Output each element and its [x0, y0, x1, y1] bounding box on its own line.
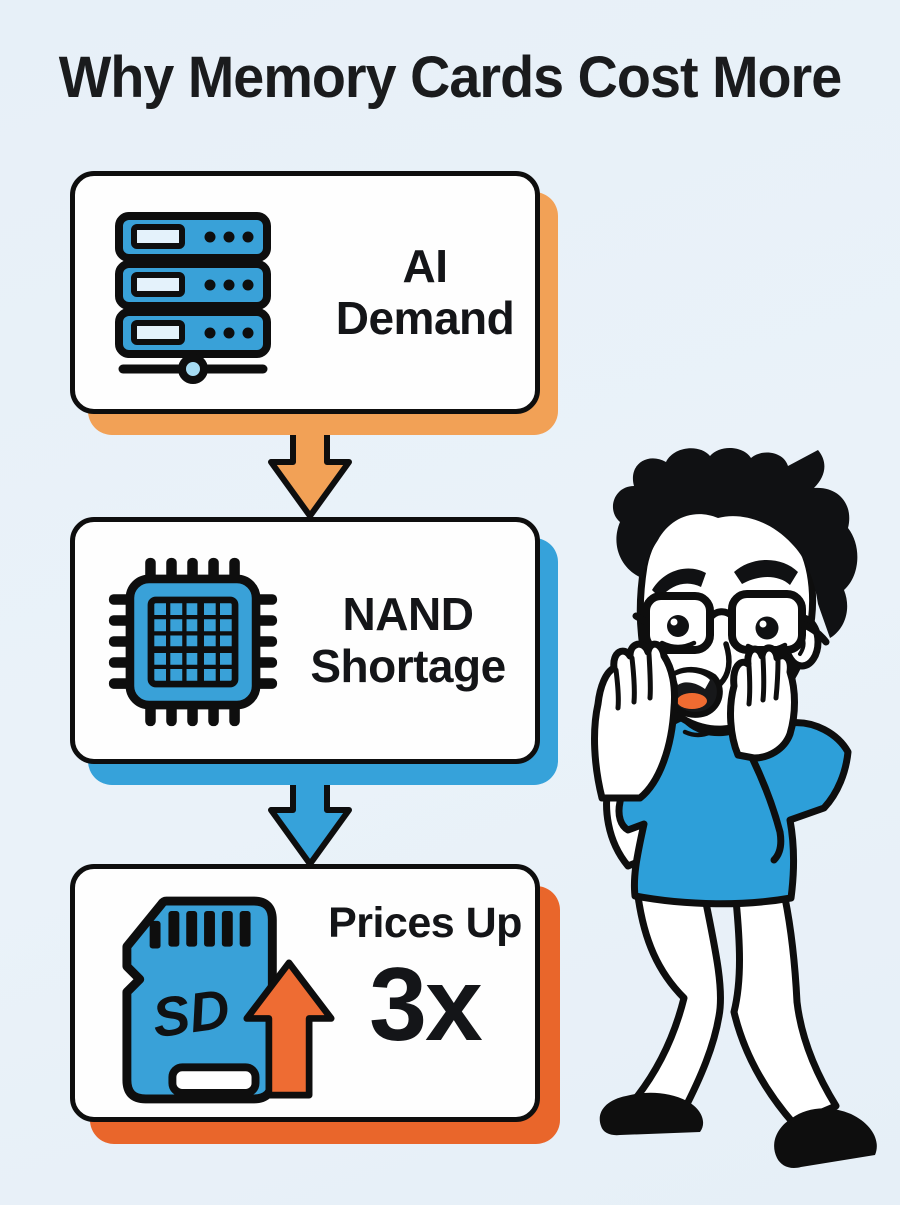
step-label-line: Demand	[335, 291, 515, 344]
server-icon	[115, 212, 271, 384]
step-label-line: Prices Up	[328, 899, 522, 947]
chip-icon	[108, 557, 278, 727]
step-card-prices-up: SD Prices Up 3x	[70, 864, 540, 1122]
worried-man-illustration	[591, 447, 877, 1168]
step-label-nand-shortage: NAND Shortage	[293, 522, 523, 759]
page-title: Why Memory Cards Cost More	[58, 45, 843, 110]
down-arrow-orange-icon	[268, 404, 352, 519]
step-card-nand-shortage: NAND Shortage	[70, 517, 540, 764]
step-label-ai-demand: AI Demand	[315, 176, 535, 409]
sd-card-icon: SD	[122, 896, 277, 1104]
step-label-line: AI	[402, 239, 449, 292]
step-label-prices-up: Prices Up 3x	[317, 899, 533, 1058]
sd-logo-text: SD	[149, 977, 234, 1049]
step-label-line: NAND	[342, 587, 474, 640]
step-label-line: Shortage	[310, 639, 506, 692]
down-arrow-blue-icon	[268, 752, 352, 867]
multiplier-text: 3x	[369, 946, 483, 1063]
step-card-ai-demand: AI Demand	[70, 171, 540, 414]
price-up-arrow-icon	[243, 959, 335, 1099]
